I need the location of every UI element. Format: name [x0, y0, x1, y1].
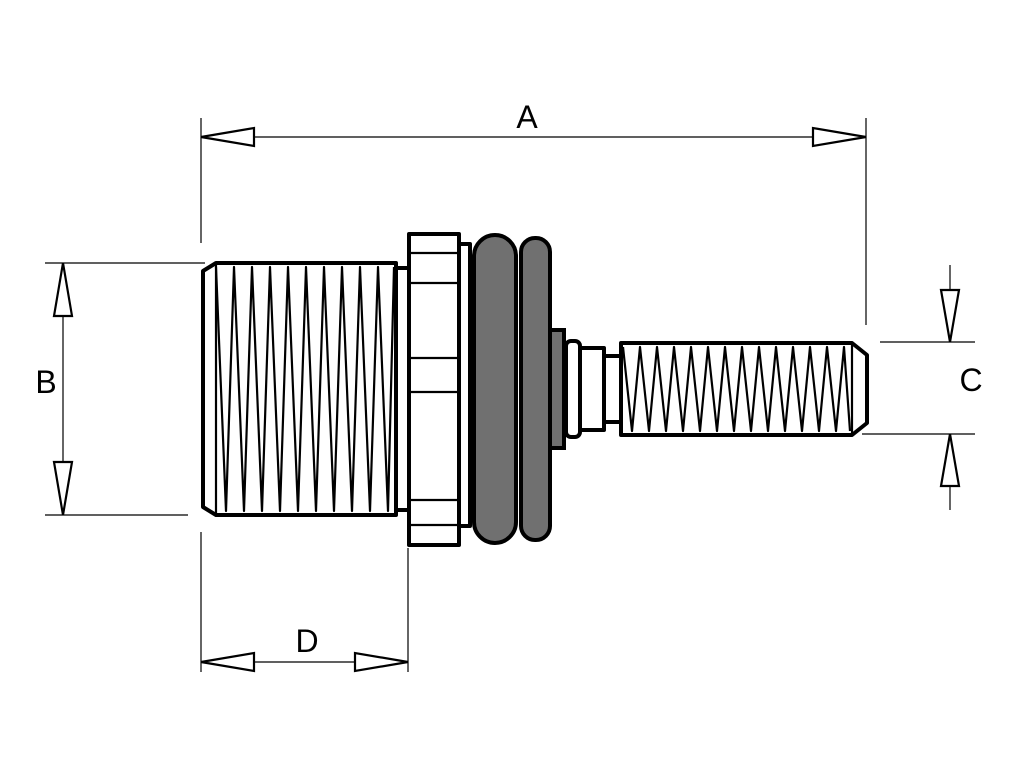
- dimension-c: C: [862, 265, 983, 510]
- seal-ring-2: [519, 236, 552, 542]
- large-thread-helix: [214, 265, 396, 513]
- dimension-d: D: [200, 532, 409, 673]
- dimension-d-label: D: [295, 623, 318, 659]
- dimension-a-arrow-left: [200, 126, 256, 148]
- small-thread-helix: [621, 345, 852, 433]
- dimension-b-arrow-top: [52, 262, 74, 318]
- dimension-d-arrow-left: [200, 651, 256, 673]
- neck: [564, 339, 623, 439]
- neck-shaft: [578, 346, 606, 432]
- dimension-d-arrow-right: [353, 651, 409, 673]
- fitting-body: [201, 232, 869, 547]
- dimension-c-label: C: [959, 362, 982, 398]
- dimension-b: B: [35, 262, 205, 516]
- dimension-c-arrow-top: [939, 288, 961, 343]
- dimension-b-arrow-bottom: [52, 460, 74, 516]
- large-thread: [201, 261, 398, 517]
- dimension-a-arrow-right: [811, 126, 867, 148]
- seal-ring-1: [472, 233, 518, 545]
- hex-nut: [407, 232, 461, 547]
- dimension-c-arrow-bottom: [939, 433, 961, 488]
- washer: [457, 242, 472, 528]
- dimension-a-label: A: [516, 99, 538, 135]
- hex-nut-body: [407, 232, 461, 547]
- neck-step: [602, 354, 623, 424]
- dimension-b-label: B: [35, 364, 56, 400]
- collar: [548, 328, 566, 450]
- neck-ring: [564, 339, 582, 439]
- small-thread: [619, 341, 869, 437]
- dimension-a: A: [200, 99, 867, 325]
